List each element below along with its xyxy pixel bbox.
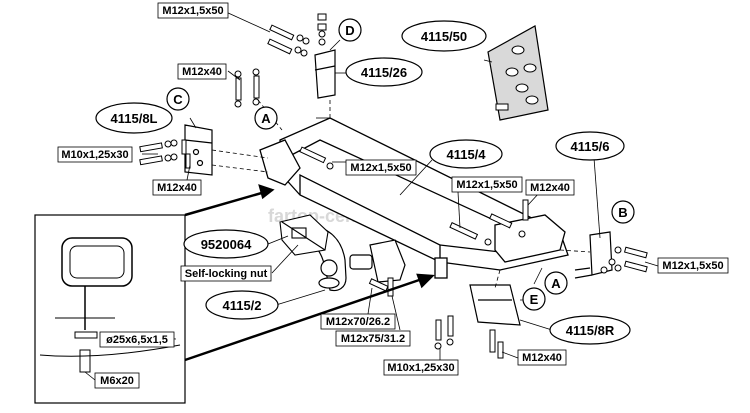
badge-4115-26: 4115/26 xyxy=(345,57,423,87)
leader-lines xyxy=(84,11,659,381)
badge-9520064: 9520064 xyxy=(183,229,269,259)
label-e-m12x40: M12x40 xyxy=(517,349,567,366)
label-left-m10: M10x1,25x30 xyxy=(57,146,133,163)
part-9520064: 9520064 xyxy=(201,237,252,252)
letter-A-right: A xyxy=(544,271,568,295)
svg-text:M12x40: M12x40 xyxy=(157,182,197,194)
svg-text:M12x1,5x50: M12x1,5x50 xyxy=(350,162,411,174)
pointer-arrows xyxy=(184,184,435,362)
svg-text:M12x40: M12x40 xyxy=(182,66,222,78)
label-right-m12x15x50: M12x1,5x50 xyxy=(451,176,523,193)
letter-A-top: A xyxy=(254,106,278,130)
label-mid-m12x15x50: M12x1,5x50 xyxy=(345,159,417,176)
badge-4115-8L: 4115/8L xyxy=(95,102,173,134)
letter-C: C xyxy=(166,87,190,111)
part-4115-8R: 4115/8R xyxy=(566,323,615,338)
assembly-lines xyxy=(211,99,591,289)
label-m6x20: M6x20 xyxy=(94,372,140,389)
svg-text:M12x70/26.2: M12x70/26.2 xyxy=(326,316,390,328)
svg-text:M12x40: M12x40 xyxy=(522,352,562,364)
part-4115-50: 4115/50 xyxy=(421,29,467,44)
label-right-m12x40: M12x40 xyxy=(525,179,575,196)
bracket-4115-8L xyxy=(184,124,213,176)
svg-text:M12x40: M12x40 xyxy=(530,182,570,194)
badge-4115-2: 4115/2 xyxy=(205,290,279,320)
badge-4115-4: 4115/4 xyxy=(429,139,503,169)
inset-detail-panel xyxy=(34,214,186,404)
svg-text:M12x1,5x50: M12x1,5x50 xyxy=(456,179,517,191)
svg-text:ø25x6,5x1,5: ø25x6,5x1,5 xyxy=(106,334,168,346)
label-b-m12x15x50: M12x1,5x50 xyxy=(657,257,729,274)
part-4115-8L: 4115/8L xyxy=(111,111,158,126)
label-top-m12x15x50: M12x1,5x50 xyxy=(157,2,229,19)
svg-text:M6x20: M6x20 xyxy=(100,375,134,387)
part-4115-26: 4115/26 xyxy=(361,65,407,80)
bolts-group xyxy=(139,13,648,359)
svg-text:E: E xyxy=(530,292,539,307)
letter-B: B xyxy=(611,200,635,224)
label-e-m10: M10x1,25x30 xyxy=(383,359,459,376)
crossbar-4115-4 xyxy=(259,117,569,279)
svg-text:Self-locking nut: Self-locking nut xyxy=(185,268,268,280)
socket-bracket-9520064 xyxy=(279,214,329,256)
badge-4115-8R: 4115/8R xyxy=(549,315,631,345)
bracket-4115-6 xyxy=(574,231,613,279)
part-4115-6: 4115/6 xyxy=(570,139,609,154)
part-4115-2: 4115/2 xyxy=(222,298,261,313)
part-4115-4: 4115/4 xyxy=(446,147,486,162)
badge-4115-50: 4115/50 xyxy=(401,20,487,52)
letter-E: E xyxy=(522,287,546,311)
svg-text:M10x1,25x30: M10x1,25x30 xyxy=(387,362,454,374)
bracket-4115-26 xyxy=(314,49,336,99)
label-left-m12x40: M12x40 xyxy=(152,179,202,196)
label-self-locking-nut: Self-locking nut xyxy=(180,265,272,282)
bracket-4115-8R xyxy=(469,284,521,326)
svg-text:M12x1,5x50: M12x1,5x50 xyxy=(162,5,223,17)
fitting-kit-4115-50 xyxy=(487,25,549,121)
letter-D: D xyxy=(338,18,362,42)
svg-text:A: A xyxy=(551,276,561,291)
svg-text:D: D xyxy=(345,23,354,38)
label-washer: ø25x6,5x1,5 xyxy=(99,331,175,348)
svg-text:M10x1,25x30: M10x1,25x30 xyxy=(61,149,128,161)
svg-text:M12x1,5x50: M12x1,5x50 xyxy=(662,260,723,272)
svg-text:M12x75/31.2: M12x75/31.2 xyxy=(341,333,405,345)
label-m12x75: M12x75/31.2 xyxy=(335,330,411,347)
svg-text:A: A xyxy=(261,111,271,126)
badge-4115-6: 4115/6 xyxy=(555,131,625,161)
svg-text:B: B xyxy=(618,205,627,220)
label-m12x70: M12x70/26.2 xyxy=(320,313,396,330)
svg-text:C: C xyxy=(173,92,183,107)
label-top-m12x40: M12x40 xyxy=(177,63,227,80)
